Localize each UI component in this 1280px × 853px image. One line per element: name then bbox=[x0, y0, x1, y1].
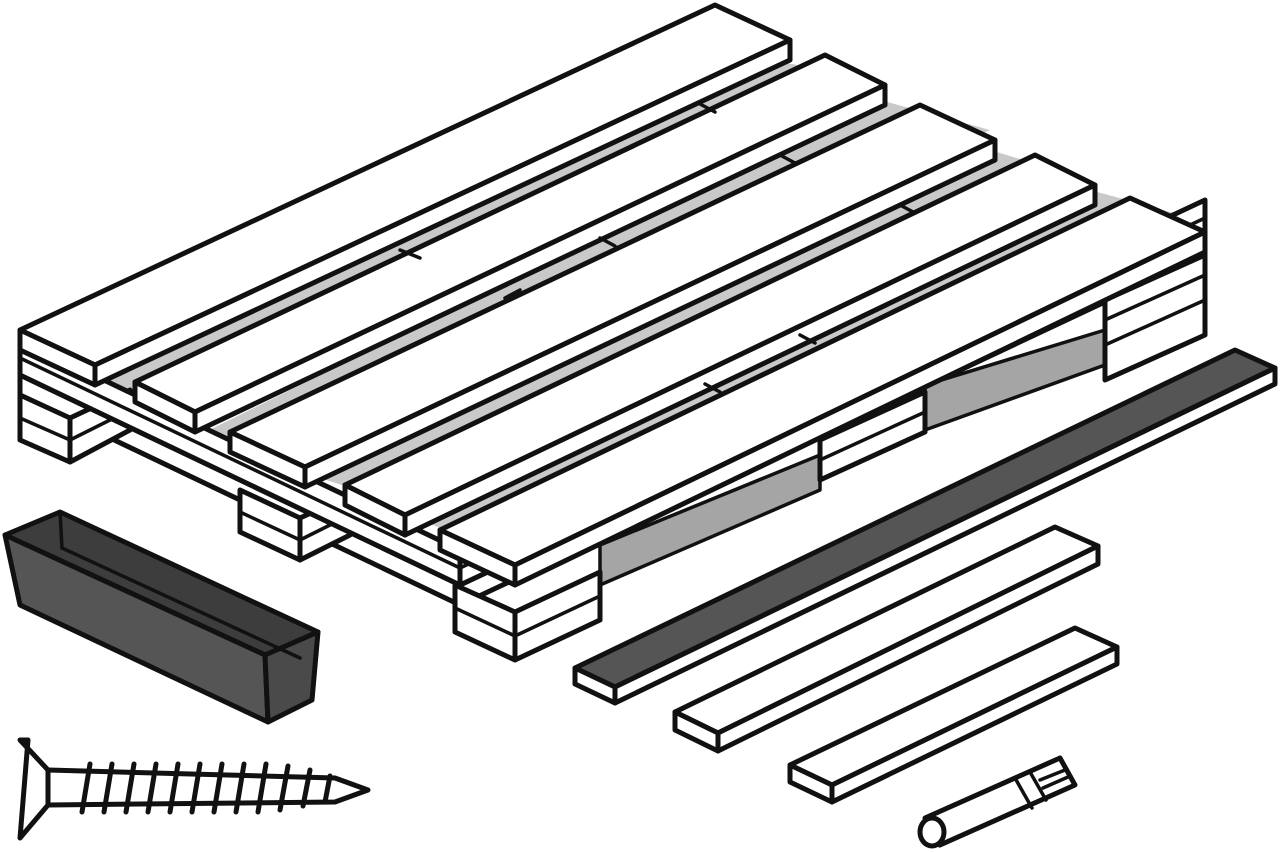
wood-screw-icon bbox=[17, 737, 371, 841]
wood-dowel-icon bbox=[917, 755, 1078, 849]
plank-icon-2 bbox=[787, 625, 1120, 805]
pallet-blocks bbox=[17, 252, 1208, 663]
planter-box-icon bbox=[2, 509, 321, 725]
plank-icon-1 bbox=[672, 524, 1101, 754]
stringer-hints bbox=[398, 102, 917, 394]
dark-plank-icon bbox=[572, 347, 1278, 706]
screw-threads bbox=[79, 761, 333, 815]
wooden-pallet-icon bbox=[17, 2, 1208, 663]
top-deck-boards bbox=[17, 2, 1208, 588]
